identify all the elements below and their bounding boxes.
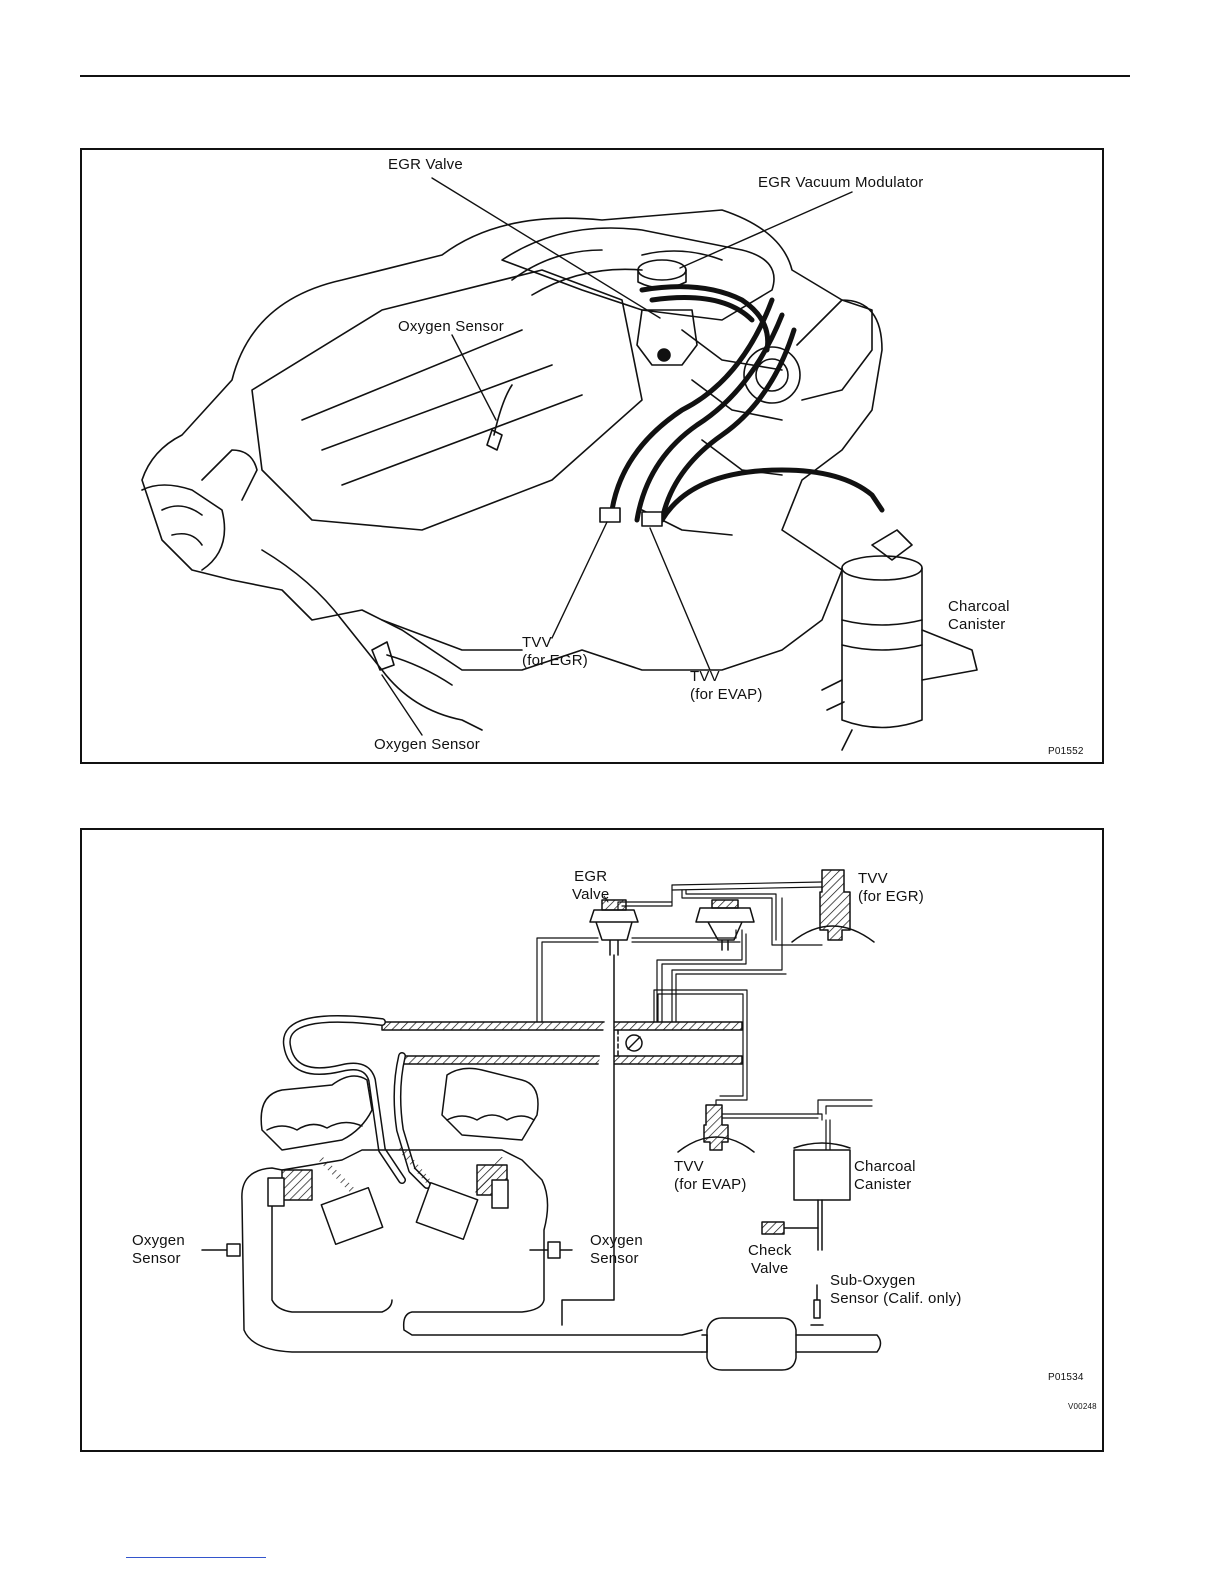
exhaust-manifold xyxy=(142,450,257,570)
leader-lines xyxy=(382,178,852,735)
piston-left xyxy=(321,1188,382,1245)
charcoal-canister-schematic xyxy=(794,1150,850,1200)
figure-code-2: P01534 xyxy=(1048,1372,1084,1383)
valve-cover-ridge xyxy=(302,330,582,485)
figure-code-1: P01552 xyxy=(1048,746,1084,757)
egr-vacuum-modulator-schematic xyxy=(696,908,754,950)
oxygen-sensor-top-shape xyxy=(487,385,512,450)
label-check-valve: Check Valve xyxy=(748,1242,792,1278)
label-tvv-egr: TVV (for EGR) xyxy=(522,634,588,670)
engine-outline xyxy=(142,210,882,670)
label-tvv-evap: TVV (for EVAP) xyxy=(690,668,763,704)
label-charcoal-canister: Charcoal Canister xyxy=(854,1158,916,1194)
egr-vacuum-modulator-shape xyxy=(638,260,686,280)
sub-oxygen-sensor-shape xyxy=(811,1285,823,1325)
schematic-illustration xyxy=(82,830,1102,1450)
system-schematic-figure: EGR Valve TVV (for EGR) TVV (for EVAP) C… xyxy=(80,828,1104,1452)
label-egr-valve: EGR Valve xyxy=(572,868,609,904)
vacuum-hoses xyxy=(612,287,882,520)
charcoal-canister-shape xyxy=(842,556,922,580)
engine-illustration xyxy=(82,150,1102,762)
label-egr-valve: EGR Valve xyxy=(388,156,463,174)
intake-pipe-upper-wall xyxy=(382,1022,742,1030)
label-sub-oxygen-sensor: Sub-Oxygen Sensor (Calif. only) xyxy=(830,1272,962,1308)
label-oxygen-sensor-top: Oxygen Sensor xyxy=(398,318,504,336)
label-oxygen-sensor-bottom: Oxygen Sensor xyxy=(374,736,480,754)
figure-code-2b: V00248 xyxy=(1068,1402,1097,1411)
tvv-egr-schematic xyxy=(820,870,850,940)
label-charcoal-canister: Charcoal Canister xyxy=(948,598,1010,634)
tvv-evap-shape xyxy=(642,512,662,526)
catalytic-converter xyxy=(707,1318,796,1370)
label-egr-vacuum-modulator: EGR Vacuum Modulator xyxy=(758,174,923,192)
piston-right xyxy=(416,1183,477,1240)
header-rule xyxy=(80,75,1130,77)
intake-pipe-lower-wall xyxy=(402,1056,742,1064)
cylinder-head-right xyxy=(442,1068,538,1140)
tvv-evap-schematic xyxy=(704,1105,728,1150)
cylinder-head-left xyxy=(261,1076,372,1150)
component-location-figure: EGR Valve EGR Vacuum Modulator Oxygen Se… xyxy=(80,148,1104,764)
check-valve-schematic xyxy=(762,1222,818,1234)
footer-link[interactable] xyxy=(126,1557,266,1558)
label-oxygen-sensor-left: Oxygen Sensor xyxy=(132,1232,185,1268)
label-tvv-evap: TVV (for EVAP) xyxy=(674,1158,747,1194)
valve-cover-front xyxy=(252,270,642,530)
lower-block xyxy=(262,550,522,730)
tvv-egr-shape xyxy=(600,508,620,522)
label-tvv-egr: TVV (for EGR) xyxy=(858,870,924,906)
label-oxygen-sensor-right: Oxygen Sensor xyxy=(590,1232,643,1268)
oxygen-sensor-left-shape xyxy=(202,1244,240,1256)
